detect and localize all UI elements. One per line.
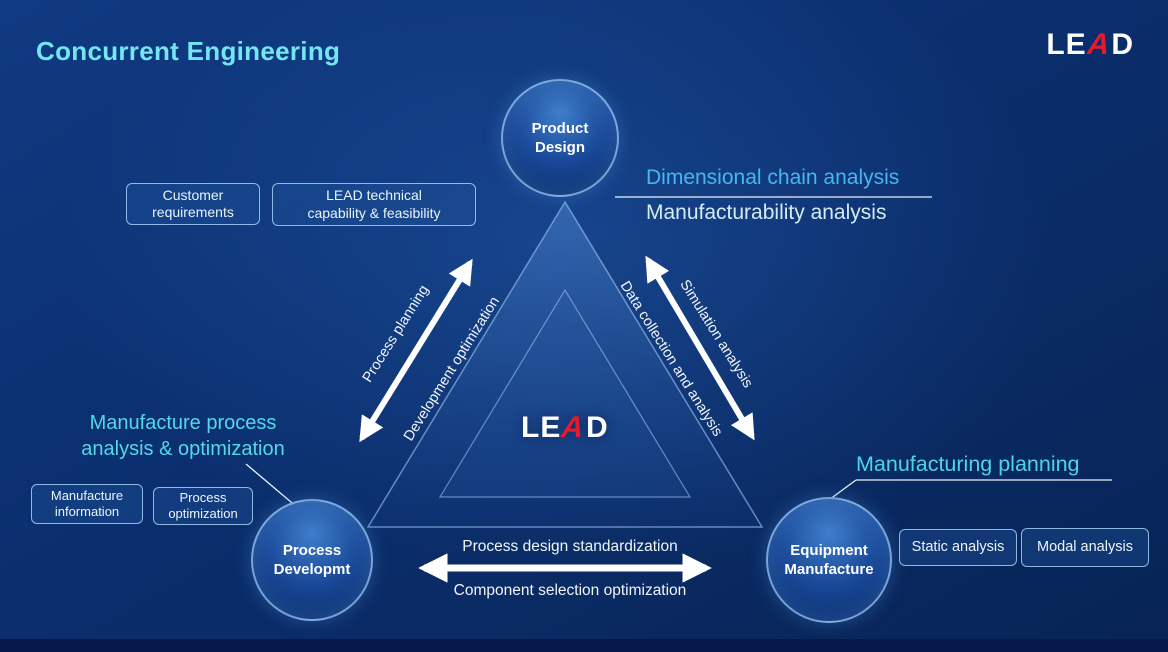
customer-requirements-line2: requirements (152, 204, 234, 220)
manufacturing-planning-label: Manufacturing planning (856, 452, 1080, 476)
lead-logo: LEAD (1046, 28, 1134, 62)
outer-triangle (366, 200, 764, 528)
node-process-development: Process Developmt (251, 499, 373, 621)
static-analysis-box: Static analysis (899, 529, 1017, 566)
node-product-design-line1: Product (531, 119, 589, 137)
node-equipment-manufacture-line2: Manufacture (784, 561, 874, 578)
left-edge-label-process-planning: Process planning (359, 282, 433, 386)
center-logo-text-le: LE (521, 411, 562, 444)
modal-analysis-box: Modal analysis (1021, 528, 1149, 567)
left-annotation-connector-line (245, 463, 299, 509)
bottom-accent-bar (0, 639, 1168, 652)
manufacture-process-annotation-line1: Manufacture process (89, 412, 277, 434)
right-edge-label-data-collection: Data collection and analysis (616, 278, 726, 440)
logo-text-d: D (1111, 28, 1134, 61)
customer-requirements-line1: Customer (162, 186, 224, 203)
process-optimization-line1: Process (179, 489, 227, 505)
page-title: Concurrent Engineering (36, 36, 341, 66)
manufacture-process-annotation: Manufacture process analysis & optimizat… (38, 410, 328, 463)
process-optimization-line2: optimization (168, 506, 238, 521)
static-analysis-label: Static analysis (911, 539, 1005, 556)
modal-analysis-label: Modal analysis (1037, 539, 1133, 556)
lead-capability-line2: capability & feasibility (307, 204, 441, 221)
center-logo-text-d: D (586, 411, 609, 444)
bottom-edge-label-component-selection-optimization: Component selection optimization (453, 582, 687, 599)
node-equipment-manufacture-line1: Equipment (790, 541, 868, 559)
lead-capability-box: LEAD technical capability & feasibility (272, 183, 476, 226)
node-product-design-line2: Design (534, 139, 585, 156)
node-product-design: Product Design (501, 79, 619, 197)
manufacture-information-box: Manufacture information (31, 484, 143, 524)
logo-text-le: LE (1046, 28, 1087, 61)
customer-requirements-box: Customer requirements (126, 183, 260, 225)
manufacture-information-line1: Manufacture (50, 487, 124, 503)
node-process-development-line1: Process (282, 541, 342, 559)
manufacture-process-annotation-line2: analysis & optimization (81, 438, 285, 461)
manufacturability-analysis-label: Manufacturability analysis (646, 201, 887, 224)
node-equipment-manufacture: Equipment Manufacture (766, 497, 892, 623)
lead-capability-line1: LEAD technical (326, 187, 422, 203)
dimensional-chain-analysis-label: Dimensional chain analysis (646, 166, 900, 189)
manufacture-information-line2: information (54, 504, 120, 519)
center-lead-watermark: LEAD (521, 411, 609, 445)
bottom-edge-label-process-design-standardization: Process design standardization (462, 538, 678, 555)
node-process-development-line2: Developmt (273, 561, 351, 578)
process-optimization-box: Process optimization (153, 487, 253, 525)
